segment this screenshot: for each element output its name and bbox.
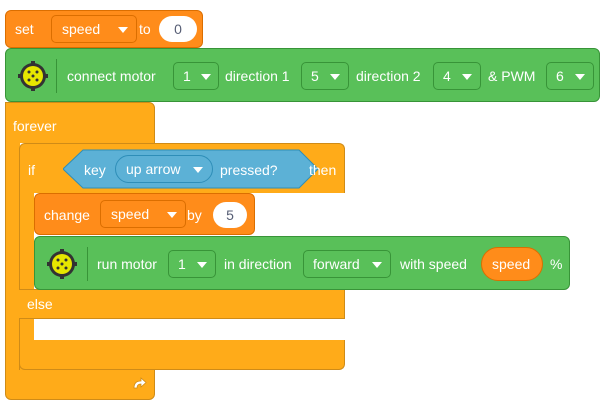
separator (87, 247, 88, 281)
motor-number-value: 1 (183, 68, 191, 84)
if-left-arm (19, 192, 34, 370)
chevron-down-icon (167, 212, 177, 218)
chevron-down-icon (118, 27, 128, 33)
else-slot-notch (40, 320, 84, 328)
change-variable-block[interactable]: change speed by 5 (34, 193, 255, 235)
speed-reporter-label: speed (492, 256, 531, 272)
connect-motor-block[interactable]: connect motor 1 direction 1 5 direction … (5, 48, 600, 102)
change-label: change (44, 207, 90, 223)
variable-dropdown-value: speed (111, 206, 150, 222)
pwm-value: 6 (556, 68, 564, 84)
direction-dropdown-value: forward (313, 256, 360, 272)
in-direction-label: in direction (224, 256, 292, 272)
pressed-label: pressed? (220, 162, 278, 178)
chevron-down-icon (372, 262, 382, 268)
direction1-value: 5 (311, 68, 319, 84)
run-motor-block[interactable]: run motor 1 in direction forward with sp… (34, 236, 570, 290)
direction2-label: direction 2 (356, 68, 421, 84)
pwm-dropdown[interactable]: 6 (546, 62, 594, 90)
chevron-down-icon (197, 262, 207, 268)
direction-dropdown[interactable]: forward (303, 250, 391, 278)
key-label: key (84, 162, 106, 178)
chevron-down-icon (330, 74, 340, 80)
connect-motor-label: connect motor (67, 68, 156, 84)
chevron-down-icon (575, 74, 585, 80)
chevron-down-icon (193, 167, 203, 173)
motor-number-dropdown[interactable]: 1 (168, 250, 216, 278)
else-bar (19, 289, 345, 319)
set-variable-block[interactable]: set speed to 0 (5, 10, 203, 48)
repeat-arrow-icon (133, 377, 147, 389)
speed-reporter[interactable]: speed (481, 247, 543, 281)
motor-number-value: 1 (178, 256, 186, 272)
set-value-input[interactable]: 0 (159, 16, 197, 42)
key-dropdown[interactable]: up arrow (115, 155, 213, 183)
key-dropdown-value: up arrow (126, 161, 181, 177)
direction1-label: direction 1 (225, 68, 290, 84)
by-label: by (187, 207, 202, 223)
motor-icon (18, 61, 48, 91)
pwm-label: & PWM (488, 68, 536, 84)
direction1-dropdown[interactable]: 5 (301, 62, 349, 90)
with-speed-label: with speed (400, 256, 467, 272)
motor-number-dropdown[interactable]: 1 (173, 62, 219, 90)
set-label: set (15, 21, 34, 37)
then-label: then (309, 162, 337, 178)
direction2-dropdown[interactable]: 4 (433, 62, 481, 90)
else-label: else (27, 296, 53, 312)
percent-label: % (550, 256, 563, 272)
run-motor-label: run motor (97, 256, 157, 272)
chevron-down-icon (201, 74, 211, 80)
direction2-value: 4 (443, 68, 451, 84)
motor-icon (47, 249, 77, 279)
if-bottom-bar (19, 340, 345, 370)
variable-dropdown[interactable]: speed (51, 15, 137, 43)
chevron-down-icon (462, 74, 472, 80)
change-value-input[interactable]: 5 (213, 202, 247, 228)
if-else-block[interactable]: if key up arrow pressed? then else (19, 143, 345, 370)
separator (56, 59, 57, 93)
to-label: to (139, 21, 151, 37)
forever-label: forever (13, 118, 57, 134)
variable-dropdown[interactable]: speed (100, 200, 186, 228)
variable-dropdown-value: speed (62, 21, 101, 37)
if-label: if (28, 162, 35, 178)
